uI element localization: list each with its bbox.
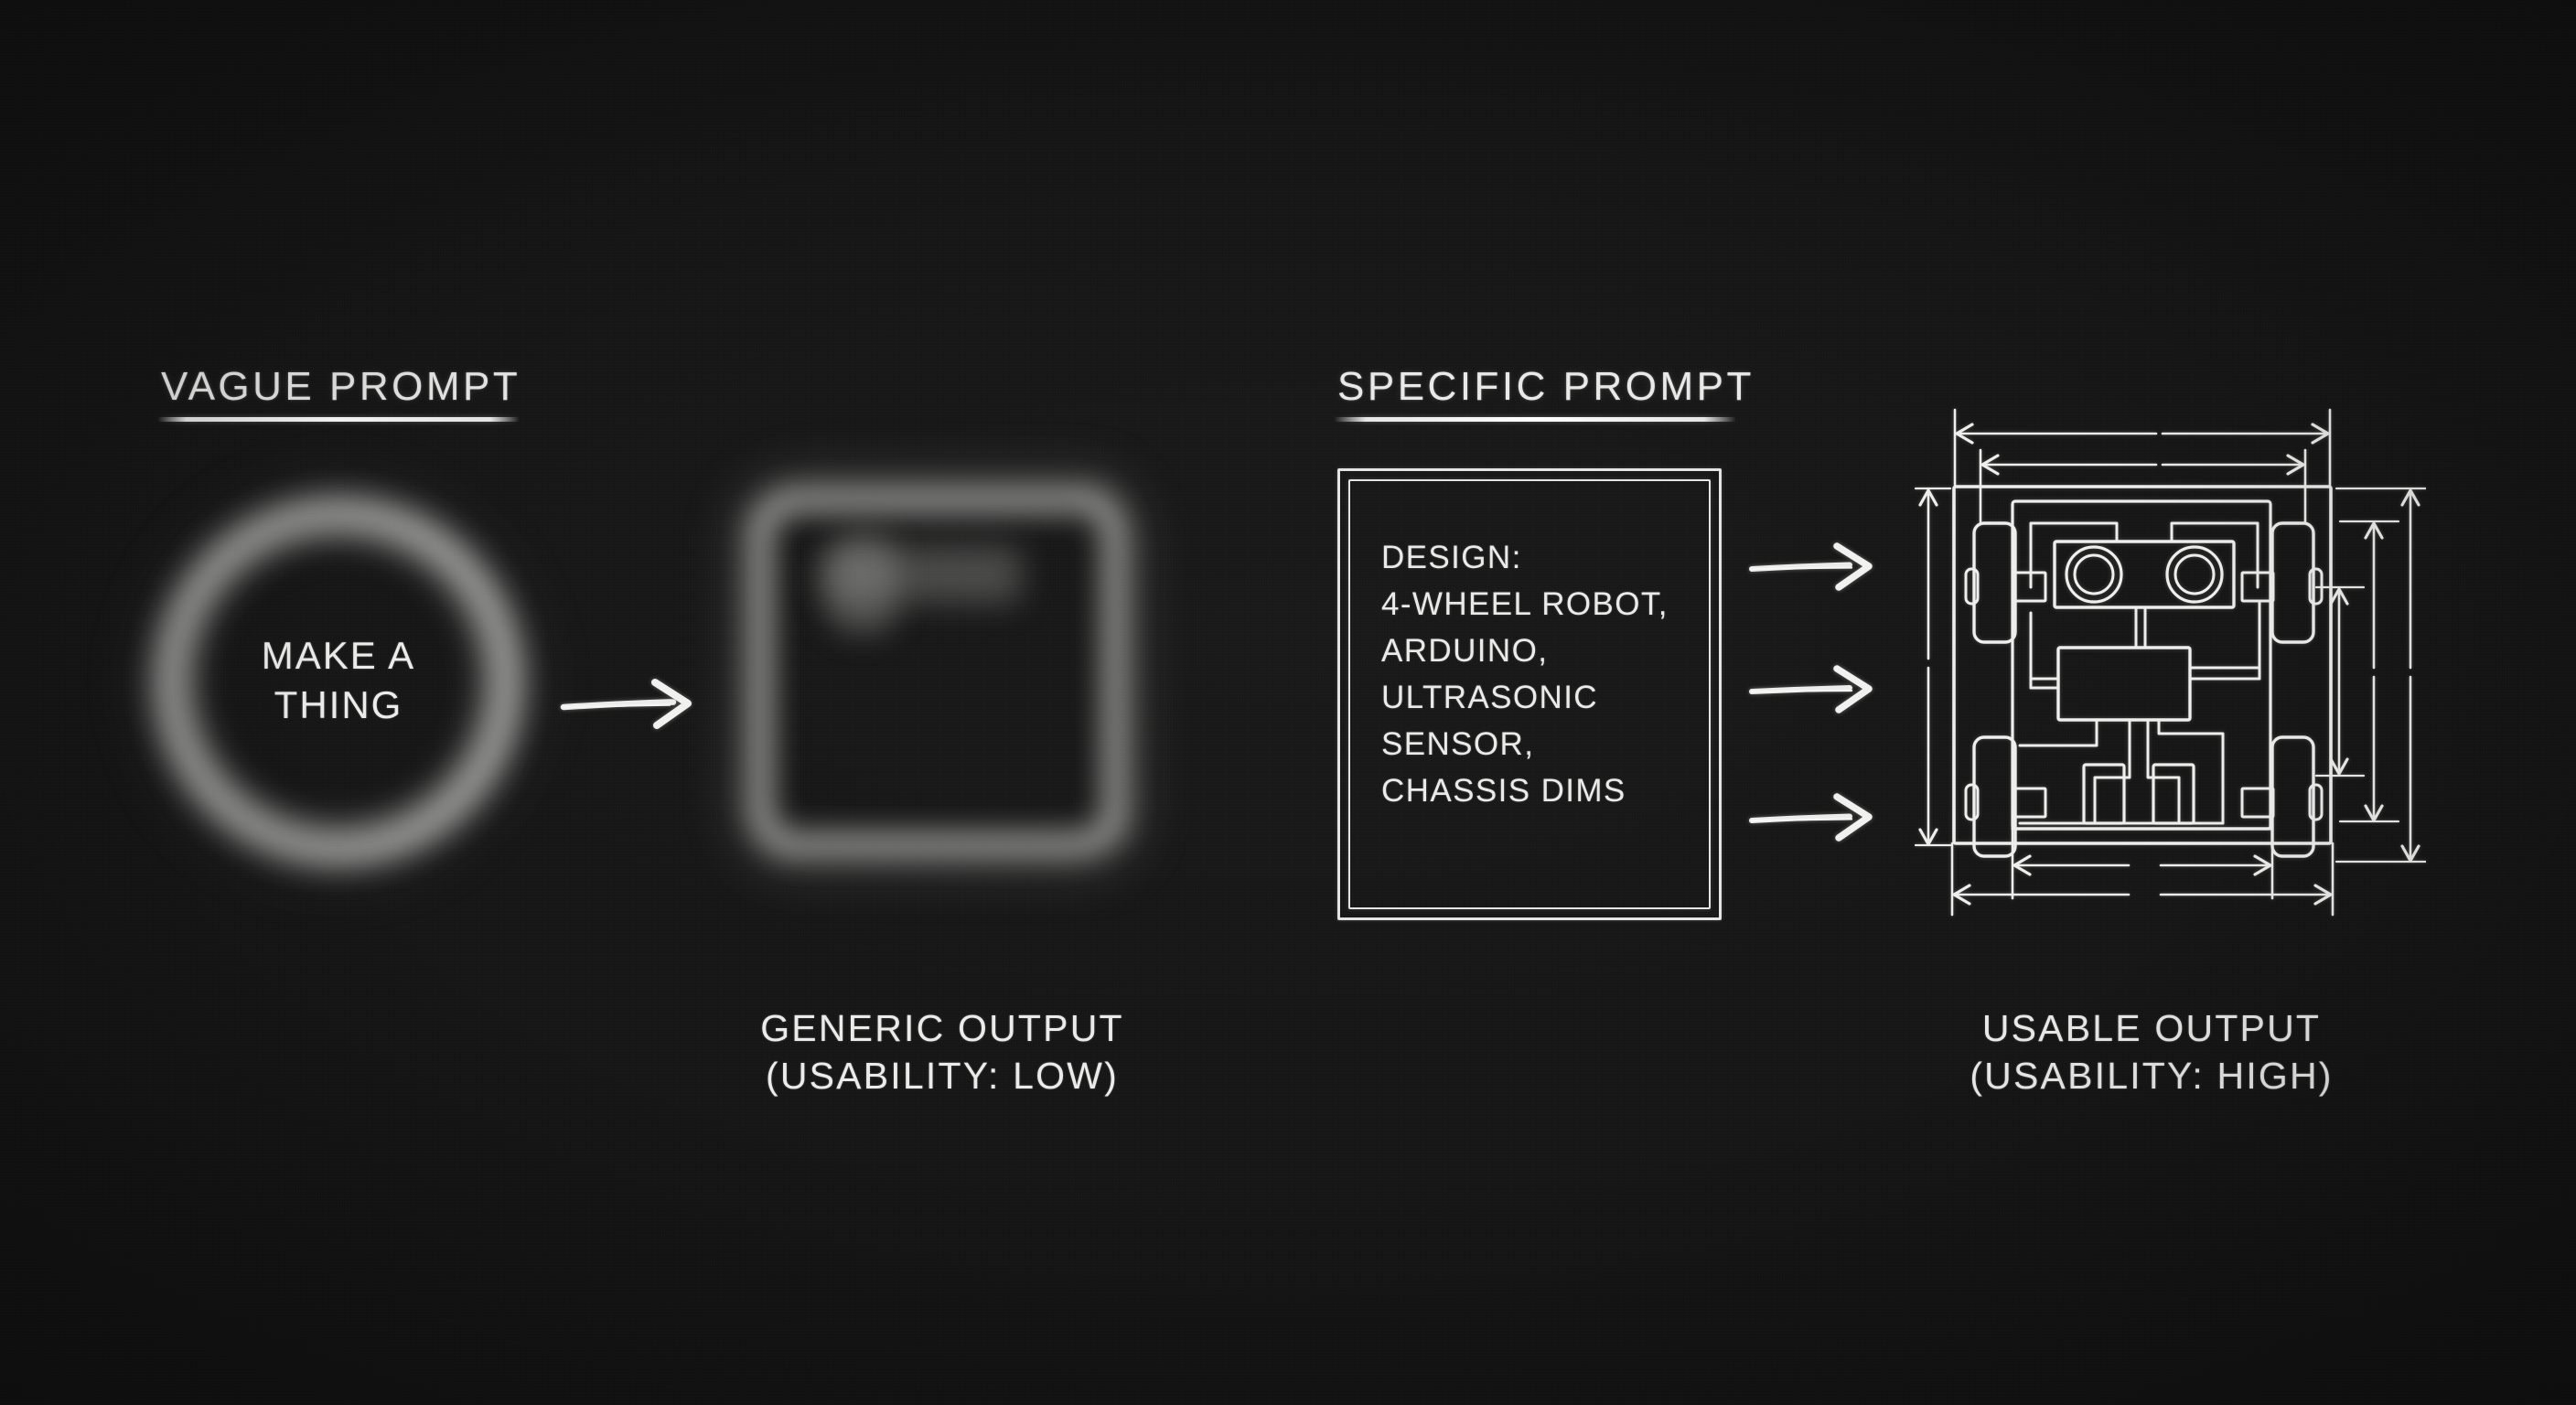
flow-arrow-right-2 xyxy=(1749,659,1886,721)
usable-output-caption: USABLE OUTPUT (USABILITY: HIGH) xyxy=(1914,1004,2389,1100)
specific-prompt-panel[interactable]: DESIGN: 4-WHEEL ROBOT, ARDUINO, ULTRASON… xyxy=(1337,468,1722,920)
vague-prompt-label-line1: MAKE A xyxy=(261,634,416,677)
vague-prompt-underline xyxy=(157,417,520,422)
prompt-panel-frame-inner xyxy=(1348,479,1711,909)
blob-glow-outer xyxy=(145,488,532,875)
robot-blueprint-drawing xyxy=(1914,393,2426,924)
specific-prompt-heading: SPECIFIC PROMPT xyxy=(1337,364,1755,409)
prompt-panel-text: DESIGN: 4-WHEEL ROBOT, ARDUINO, ULTRASON… xyxy=(1381,540,1669,810)
generic-output-square xyxy=(748,488,1127,857)
usable-output-caption-line1: USABLE OUTPUT xyxy=(1981,1007,2322,1049)
prompt-panel-frame-outer xyxy=(1337,468,1722,920)
usable-output-caption-line2: (USABILITY: HIGH) xyxy=(1970,1055,2334,1098)
flow-arrow-right-1 xyxy=(1749,536,1886,598)
flow-arrow-right-3 xyxy=(1749,787,1886,849)
specific-prompt-underline xyxy=(1334,417,1736,422)
generic-output-smudge-a xyxy=(820,546,1021,603)
generic-output-caption-line2: (USABILITY: LOW) xyxy=(765,1055,1120,1098)
generic-output-caption-line1: GENERIC OUTPUT xyxy=(760,1007,1124,1049)
vague-prompt-label-line2: THING xyxy=(274,682,403,726)
generic-output-glow xyxy=(735,475,1140,870)
flow-arrow-left xyxy=(560,670,706,738)
vague-prompt-heading: VAGUE PROMPT xyxy=(161,364,521,409)
generic-output-caption: GENERIC OUTPUT (USABILITY: LOW) xyxy=(714,1004,1171,1100)
vague-prompt-blob xyxy=(145,488,532,875)
generic-output-shape xyxy=(723,462,1153,883)
vague-prompt-label: MAKE A THING xyxy=(156,631,521,730)
generic-output-smudge-b xyxy=(825,533,896,634)
